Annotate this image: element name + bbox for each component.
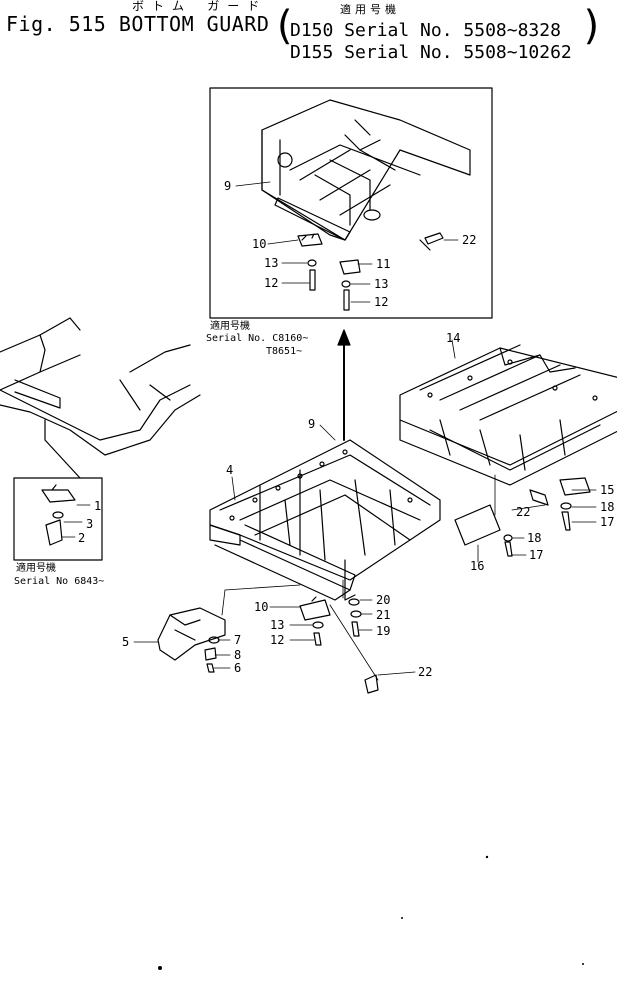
callout-13-top-b: 13 [374,277,389,291]
callout-22-mid: 22 [516,505,531,519]
callout-4: 4 [226,463,234,477]
serial-d155: D155 Serial No. 5508~10262 [290,42,572,63]
callout-11-top: 11 [376,257,391,271]
serial-d150: D150 Serial No. 5508~8328 [290,20,561,41]
callout-7: 7 [234,633,242,647]
lower-left-parts [157,607,226,673]
callout-3: 3 [86,517,94,531]
callout-13: 13 [270,618,285,632]
callout-19: 19 [376,624,391,638]
top-inset-leaders [235,181,459,303]
callout-17-right: 17 [600,515,615,529]
callout-22: 22 [418,665,433,679]
callout-10-top: 10 [252,237,267,251]
top-inset-serial2: T8651~ [266,346,303,357]
left-frame-sketch [0,317,201,479]
callout-14: 14 [446,331,461,345]
open-paren: ( [272,3,297,49]
callout-13-top: 13 [264,256,279,270]
callout-1: 1 [94,499,102,513]
left-inset-serial: Serial No 6843~ [14,576,105,587]
right-small-parts [454,477,591,557]
leader-lines [133,339,597,681]
callout-15: 15 [600,483,615,497]
lower-center-parts [299,596,379,694]
callout-5: 5 [122,635,130,649]
figure-title: Fig. 515 BOTTOM GUARD [6,14,269,34]
top-inset-serial: Serial No. C8160~ [206,333,309,344]
callout-8: 8 [234,648,242,662]
callout-6: 6 [234,661,242,675]
callout-20: 20 [376,593,391,607]
callout-9-top: 9 [224,179,232,193]
callout-10: 10 [254,600,269,614]
callout-12: 12 [270,633,285,647]
callout-9: 9 [308,417,316,431]
callout-21: 21 [376,608,391,622]
close-paren: ) [580,3,605,49]
left-inset-applicable: 適用号機 [16,563,56,574]
detail-arrow [337,329,351,441]
top-inset-frame-guard [261,99,471,241]
callout-12-top-b: 12 [374,295,389,309]
top-inset-frame [209,87,493,319]
callout-22-top: 22 [462,233,477,247]
top-inset-parts [297,232,444,311]
print-specks [158,855,584,970]
top-inset-applicable: 適用号機 [210,321,250,332]
right-bottom-guard [399,344,617,486]
callout-18-right: 18 [600,500,615,514]
callout-17-mid: 17 [529,548,544,562]
main-bottom-guard [209,439,441,601]
applicable-label: 適用号機 [340,3,400,16]
callout-12-top: 12 [264,276,279,290]
figure-kana: ボトム ガード [132,0,268,13]
callout-18-mid: 18 [527,531,542,545]
left-inset-parts [41,484,91,546]
callout-16: 16 [470,559,485,573]
figure-name: BOTTOM GUARD [118,12,270,36]
figure-number: Fig. 515 [6,12,107,36]
callout-2: 2 [78,531,86,545]
left-inset-frame [13,477,103,561]
